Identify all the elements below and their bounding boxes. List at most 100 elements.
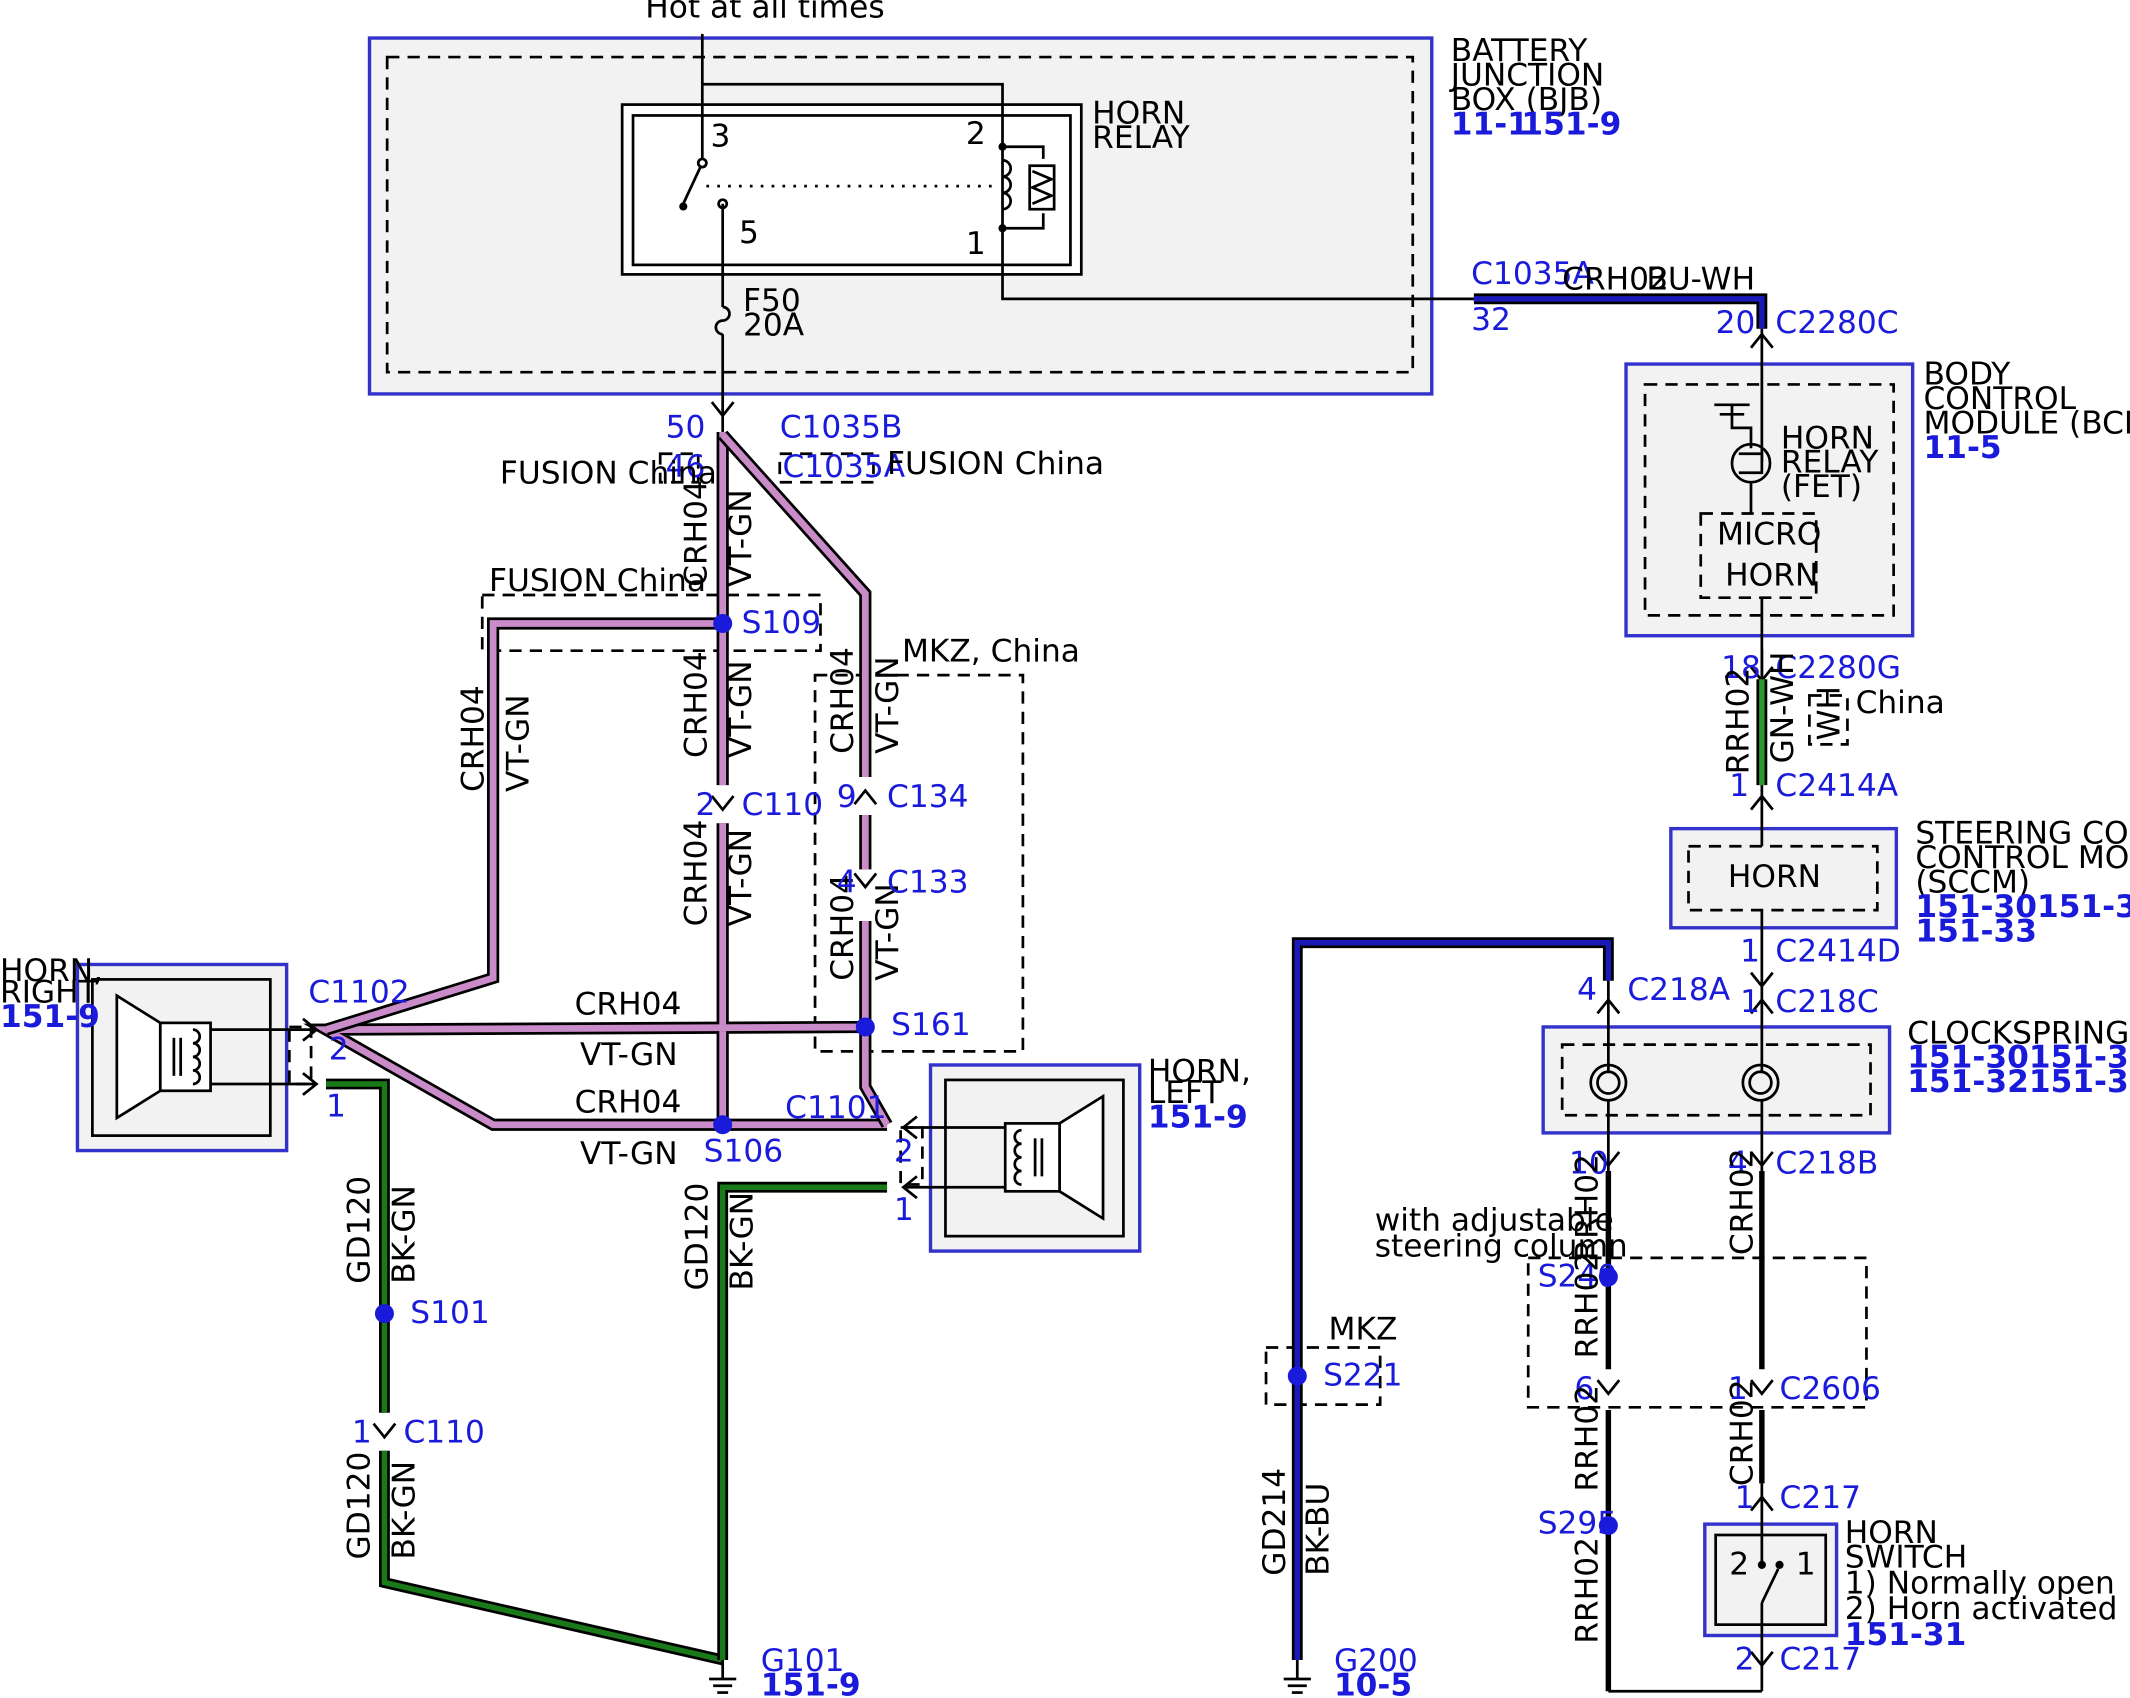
fusion-china-region — [480, 593, 822, 653]
c2280c-pin: 20 — [1716, 305, 1756, 341]
sccm-title-2: CONTROL MODULE — [1915, 840, 2130, 876]
bjb-ref-2[interactable]: 151-9 — [1521, 106, 1621, 142]
sccm-ref-1[interactable]: 151-30151-32 — [1915, 889, 2130, 925]
fuse-name: F50 — [743, 283, 801, 319]
c1035b-alt-name: C1035A — [782, 449, 905, 485]
clockspring-inner-dashed — [1560, 1043, 1872, 1117]
horn-relay-inner — [631, 114, 1072, 267]
c2280c-name: C2280C — [1775, 305, 1898, 341]
sccm-ref-2[interactable]: 151-33 — [1915, 913, 2037, 949]
relay-internal-wiring — [679, 33, 1474, 418]
horn-switch-ref[interactable]: 151-31 — [1845, 1617, 1967, 1653]
bcm-box — [1624, 362, 1915, 638]
c2414a-pin: 1 — [1729, 768, 1749, 804]
clockspring-box — [1541, 1025, 1892, 1135]
bjb-ref-1[interactable]: 11-1 — [1451, 106, 1529, 142]
c2606-name: C2606 — [1780, 1371, 1881, 1407]
s221-label: S221 — [1323, 1358, 1402, 1394]
horn-switch-contact — [1757, 1560, 1784, 1604]
c1102-pin-2: 2 — [329, 1032, 349, 1068]
c218a-name: C218A — [1627, 972, 1730, 1008]
adjustable-column-region — [1526, 1256, 1868, 1409]
splice-s106 — [713, 1115, 733, 1135]
wire-label-crh04-d: CRH04 — [825, 647, 861, 754]
c218c-name: C218C — [1775, 984, 1878, 1020]
g200-ref[interactable]: 10-5 — [1334, 1667, 1412, 1698]
s109-label: S109 — [742, 605, 821, 641]
wire-label-crh04-a: CRH04 — [678, 480, 714, 587]
bcm-inner-dashed — [1643, 383, 1895, 617]
horn-relay-title-2: RELAY — [1092, 120, 1190, 156]
g101-ref[interactable]: 151-9 — [761, 1667, 861, 1698]
c2414d-name: C2414D — [1775, 934, 1900, 970]
splice-s295 — [1598, 1515, 1618, 1535]
c1035b-alt-pin-box — [658, 452, 700, 484]
clockspring-title: CLOCKSPRING — [1907, 1015, 2129, 1051]
wire-label-gd120-b: GD120 — [341, 1452, 377, 1560]
horn-relay-title-1: HORN — [1092, 96, 1185, 132]
wire-label-vtgn-h: VT-GN — [580, 1136, 678, 1172]
bcm-ref[interactable]: 11-5 — [1924, 430, 2002, 466]
mkz-s221-region — [1264, 1346, 1382, 1406]
horn-switch-note-2: 2) Horn activated — [1845, 1591, 2118, 1627]
c134-name: C134 — [887, 779, 968, 815]
wire-label-bkgn-a: BK-GN — [386, 1185, 422, 1284]
c1035b-pin-46: 46 — [666, 449, 706, 485]
c1035b-name: C1035B — [780, 409, 903, 445]
bcm-horn: HORN — [1725, 557, 1818, 593]
horn-left-ref[interactable]: 151-9 — [1148, 1099, 1248, 1135]
s295-label: S295 — [1538, 1506, 1617, 1542]
horn-left-speaker-icon — [1003, 1093, 1105, 1221]
wire-label-vtgn-b: VT-GN — [723, 660, 759, 758]
vtgn-wire — [720, 432, 869, 778]
clockspring-ref-1[interactable]: 151-30151-31 — [1907, 1040, 2130, 1076]
wire-label-crh02-b: CRH02 — [1724, 1379, 1760, 1486]
c217-top-name: C217 — [1780, 1480, 1861, 1516]
wire-gd214-bk-bu — [1291, 937, 1621, 1660]
relay-pin-3: 3 — [710, 119, 730, 155]
c1035b-pin-50: 50 — [666, 409, 706, 445]
vtgn-wire — [313, 823, 869, 1129]
wire-label-vtgn-d: VT-GN — [870, 656, 906, 754]
c218b-name: C218B — [1775, 1146, 1878, 1182]
horn-switch-pin-2: 2 — [1729, 1546, 1749, 1582]
relay-pin-2: 2 — [966, 116, 986, 152]
wire-label-crh04-f: CRH04 — [456, 685, 492, 792]
horn-switch-title-1: HORN — [1845, 1515, 1938, 1551]
g200-name: G200 — [1334, 1643, 1418, 1679]
wire-label-bkgn-c: BK-GN — [725, 1192, 761, 1291]
bcm-title-1: BODY — [1924, 356, 2012, 392]
relay-pin-1: 1 — [966, 226, 986, 262]
clockspring-ref-2[interactable]: 151-32151-33 — [1907, 1064, 2130, 1100]
wire-label-crh04-c: CRH04 — [678, 820, 714, 927]
wire-label-vtgn-f: VT-GN — [500, 694, 536, 792]
g101-name: G101 — [761, 1643, 845, 1679]
sccm-horn: HORN — [1728, 859, 1821, 895]
c133-name: C133 — [887, 864, 968, 900]
wire-rrh02-gn-wh — [1749, 649, 1774, 847]
c2280g-pin: 18 — [1721, 650, 1761, 686]
c1102-name: C1102 — [308, 974, 409, 1010]
c2280g-name: C2280G — [1775, 650, 1901, 686]
bcm-relay-2: RELAY — [1781, 445, 1879, 481]
wire-label-rrh02-c: RRH02 — [1569, 1385, 1605, 1492]
bjb-title-1: BATTERY — [1451, 33, 1588, 69]
s240-label: S240 — [1538, 1258, 1617, 1294]
vtgn-connector-arrows — [710, 407, 878, 890]
wire-label-gd120-c: GD120 — [680, 1183, 716, 1291]
c1101-name: C1101 — [785, 1090, 886, 1126]
c2280g-color: GN-WH — [1765, 651, 1801, 763]
horn-switch-pin-1: 1 — [1796, 1546, 1816, 1582]
c1035b-fusion-left: FUSION China — [500, 456, 717, 492]
s101-label: S101 — [410, 1295, 489, 1331]
horn-switch-inner — [1714, 1533, 1828, 1627]
c110-bot-pin: 1 — [352, 1415, 372, 1451]
c218b-pin-left: 10 — [1569, 1146, 1609, 1182]
c1035b-fusion-right: FUSION China — [887, 446, 1104, 482]
horn-right-ref[interactable]: 151-9 — [0, 999, 100, 1035]
c2606-pin-left: 6 — [1574, 1371, 1594, 1407]
fusion-china-label: FUSION China — [489, 563, 706, 599]
c134-pin: 9 — [837, 779, 857, 815]
c1035a-pin: 32 — [1471, 302, 1511, 338]
mkz-china-label: MKZ, China — [902, 634, 1080, 670]
